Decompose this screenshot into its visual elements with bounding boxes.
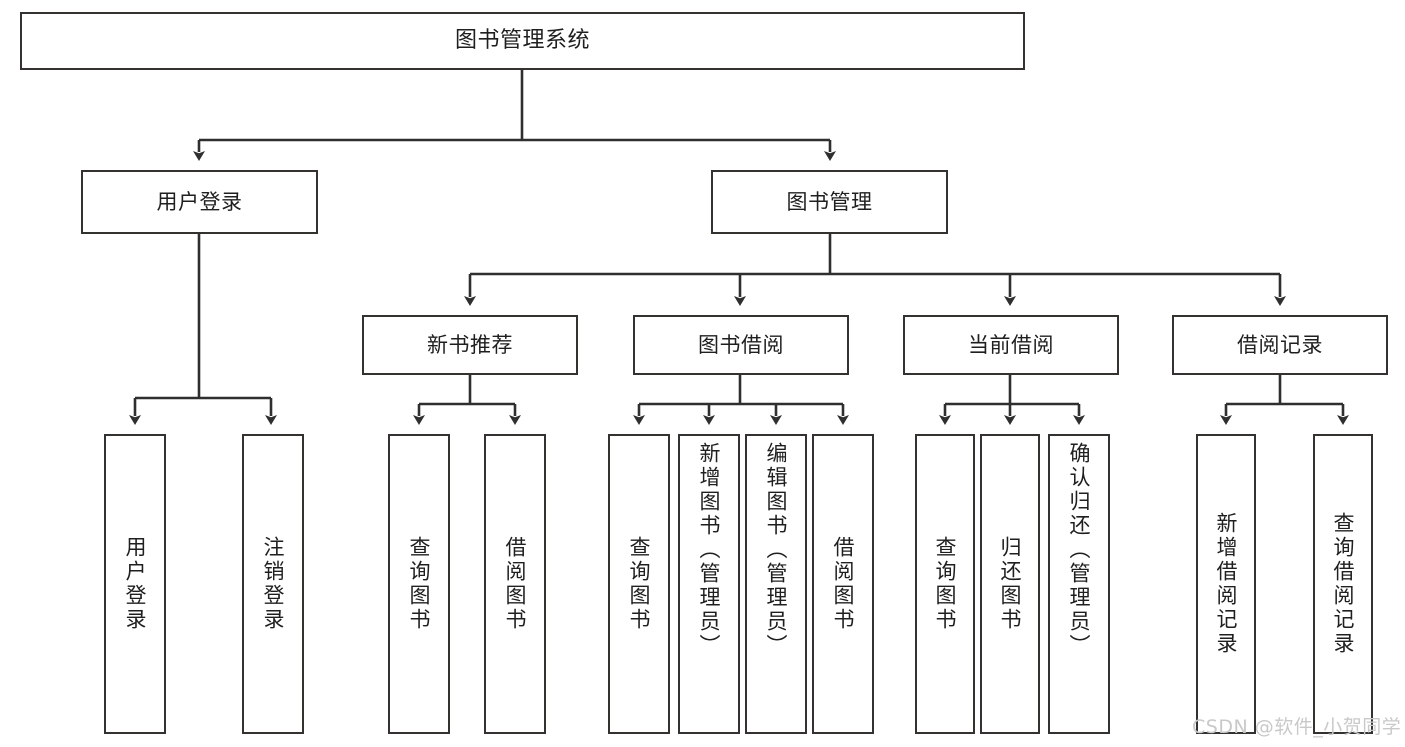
node-user-login-label: 用户登录	[156, 189, 243, 214]
node-leaf-add-record-label: 新增借阅记录	[1214, 512, 1239, 656]
node-new-book-rec[interactable]: 新书推荐	[362, 315, 578, 375]
node-leaf-borrow-book-1-label: 借阅图书	[503, 536, 528, 632]
node-leaf-query-record-label: 查询借阅记录	[1331, 512, 1356, 656]
node-root-label: 图书管理系统	[454, 28, 590, 54]
node-borrow-record[interactable]: 借阅记录	[1172, 315, 1388, 375]
node-leaf-query-record[interactable]: 查询借阅记录	[1313, 434, 1373, 734]
node-leaf-query-book-2[interactable]: 查询图书	[608, 434, 670, 734]
node-leaf-return-book[interactable]: 归还图书	[980, 434, 1040, 734]
node-leaf-user-logout-label: 注销登录	[261, 536, 286, 632]
node-leaf-borrow-book-2[interactable]: 借阅图书	[812, 434, 874, 734]
node-book-borrow-label: 图书借阅	[698, 332, 784, 357]
node-new-book-rec-label: 新书推荐	[427, 332, 513, 357]
node-user-login[interactable]: 用户登录	[81, 170, 318, 234]
node-leaf-query-book-3-label: 查询图书	[933, 536, 958, 632]
node-leaf-edit-book[interactable]: 编辑图书（管理员）	[745, 434, 807, 734]
node-book-borrow[interactable]: 图书借阅	[633, 315, 849, 375]
node-leaf-user-login[interactable]: 用户登录	[104, 434, 166, 734]
node-leaf-borrow-book-1[interactable]: 借阅图书	[484, 434, 546, 734]
node-leaf-query-book-3[interactable]: 查询图书	[915, 434, 975, 734]
node-leaf-add-record[interactable]: 新增借阅记录	[1196, 434, 1256, 734]
csdn-watermark: CSDN @软件_小贺同学	[1192, 716, 1402, 738]
node-leaf-add-book[interactable]: 新增图书（管理员）	[678, 434, 740, 734]
node-leaf-query-book-1-label: 查询图书	[407, 536, 432, 632]
node-leaf-borrow-book-2-label: 借阅图书	[831, 536, 856, 632]
node-leaf-user-login-label: 用户登录	[123, 536, 148, 632]
node-leaf-query-book-1[interactable]: 查询图书	[388, 434, 450, 734]
node-leaf-add-book-label: 新增图书（管理员）	[697, 442, 722, 658]
node-leaf-edit-book-label: 编辑图书（管理员）	[764, 442, 789, 658]
node-current-borrow-label: 当前借阅	[968, 332, 1054, 357]
node-leaf-user-logout[interactable]: 注销登录	[242, 434, 304, 734]
node-leaf-query-book-2-label: 查询图书	[627, 536, 652, 632]
node-book-manage[interactable]: 图书管理	[711, 170, 948, 234]
node-root[interactable]: 图书管理系统	[20, 12, 1025, 70]
node-leaf-return-book-label: 归还图书	[998, 536, 1023, 632]
node-current-borrow[interactable]: 当前借阅	[903, 315, 1119, 375]
node-leaf-confirm-return[interactable]: 确认归还（管理员）	[1048, 434, 1110, 734]
node-book-manage-label: 图书管理	[786, 189, 873, 214]
node-leaf-confirm-return-label: 确认归还（管理员）	[1067, 442, 1092, 658]
node-borrow-record-label: 借阅记录	[1237, 332, 1323, 357]
